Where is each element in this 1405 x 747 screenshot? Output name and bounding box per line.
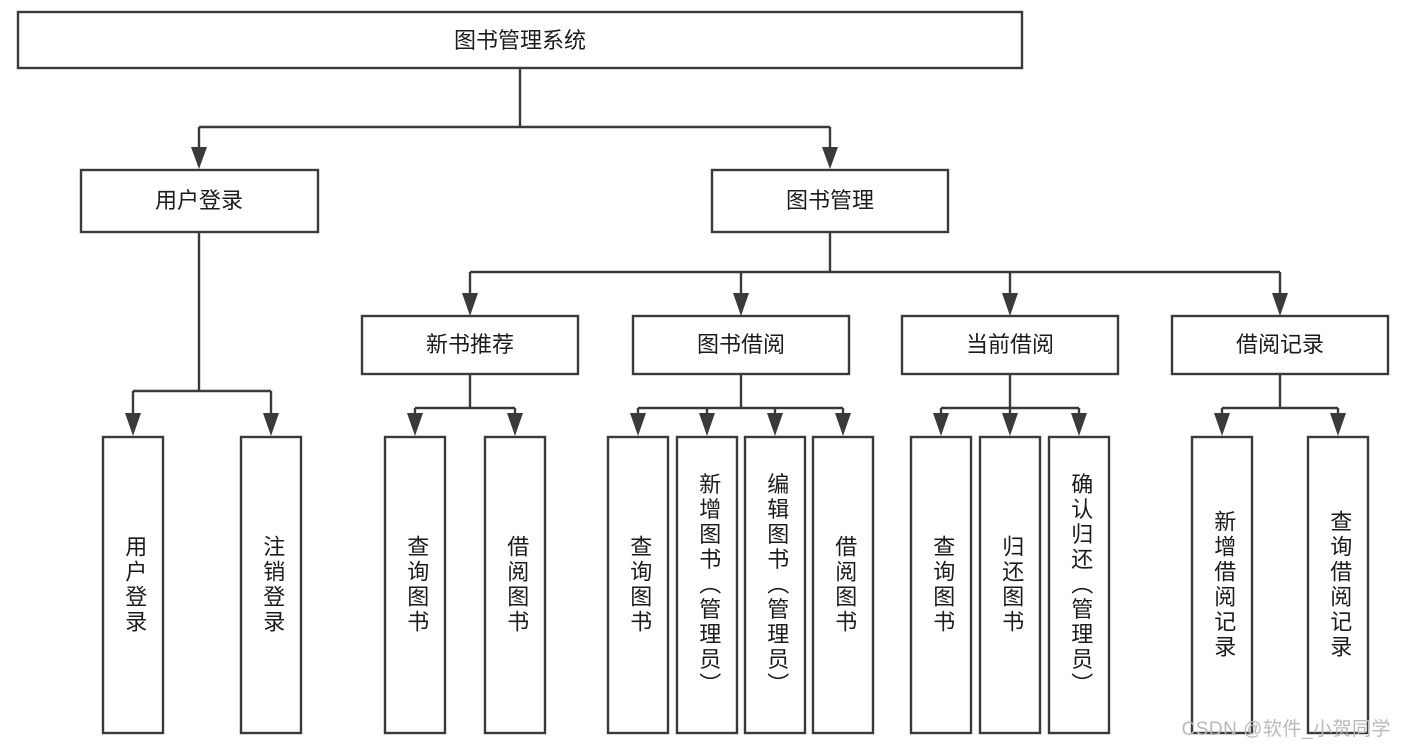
arrow-head-leaf-query-record	[1330, 413, 1346, 436]
node-leaf-logout-login-box[interactable]	[239, 435, 303, 735]
arrow-head-leaf-borrow-book-1	[507, 413, 523, 436]
node-leaf-query-book-2-label: 查询图书	[627, 535, 652, 635]
node-leaf-borrow-book-2-box[interactable]	[811, 435, 875, 735]
node-leaf-query-book-3-label: 查询图书	[930, 535, 955, 635]
node-leaf-confirm-return-label: 确认归还（管理员）	[1068, 473, 1093, 698]
node-leaf-user-login-box[interactable]	[101, 435, 165, 735]
node-leaf-query-book-1[interactable]: 查询图书	[383, 435, 447, 735]
node-leaf-confirm-return[interactable]: 确认归还（管理员）	[1047, 435, 1111, 735]
arrow-head-leaf-add-record	[1214, 413, 1230, 436]
node-borrow-record-box[interactable]	[1170, 314, 1390, 376]
node-leaf-query-record[interactable]: 查询借阅记录	[1306, 435, 1370, 735]
node-leaf-add-record[interactable]: 新增借阅记录	[1190, 435, 1254, 735]
node-leaf-borrow-book-2[interactable]: 借阅图书	[811, 435, 875, 735]
node-leaf-borrow-book-1-label: 借阅图书	[504, 535, 529, 635]
connector-group	[125, 68, 1346, 436]
node-leaf-borrow-book-2-label: 借阅图书	[832, 535, 857, 635]
node-leaf-logout-login[interactable]: 注销登录	[239, 435, 303, 735]
node-current-borrow-label: 当前借阅	[966, 332, 1054, 357]
node-leaf-edit-book[interactable]: 编辑图书（管理员）	[743, 435, 807, 735]
arrow-head-leaf-add-book	[699, 413, 715, 436]
node-leaf-add-record-label: 新增借阅记录	[1211, 510, 1236, 660]
node-leaf-add-book[interactable]: 新增图书（管理员）	[675, 435, 739, 735]
node-user-login[interactable]: 用户登录	[79, 168, 320, 234]
node-book-borrow[interactable]: 图书借阅	[631, 314, 851, 376]
arrow-head-book-borrow	[733, 293, 749, 316]
node-leaf-borrow-book-1-box[interactable]	[483, 435, 547, 735]
node-leaf-borrow-book-1[interactable]: 借阅图书	[483, 435, 547, 735]
node-leaf-add-record-box[interactable]	[1190, 435, 1254, 735]
node-leaf-query-book-2-box[interactable]	[606, 435, 670, 735]
node-new-book-recommend-box[interactable]	[360, 314, 580, 376]
node-leaf-query-record-label: 查询借阅记录	[1327, 510, 1352, 660]
arrow-head-leaf-logout-login	[263, 413, 279, 436]
node-book-manage-label: 图书管理	[786, 188, 874, 213]
node-root-box[interactable]	[16, 10, 1024, 70]
node-leaf-user-login-label: 用户登录	[122, 535, 147, 635]
node-leaf-add-book-box[interactable]	[675, 435, 739, 735]
node-leaf-return-book[interactable]: 归还图书	[978, 435, 1042, 735]
node-user-login-box[interactable]	[79, 168, 320, 234]
arrow-head-leaf-return-book	[1002, 413, 1018, 436]
node-root[interactable]: 图书管理系统	[16, 10, 1024, 70]
node-leaf-logout-login-label: 注销登录	[260, 535, 285, 635]
arrow-head-leaf-query-book-3	[933, 413, 949, 436]
node-leaf-return-book-box[interactable]	[978, 435, 1042, 735]
arrow-head-leaf-user-login	[125, 413, 141, 436]
node-book-borrow-box[interactable]	[631, 314, 851, 376]
node-user-login-label: 用户登录	[155, 188, 243, 213]
node-leaf-query-book-2[interactable]: 查询图书	[606, 435, 670, 735]
arrow-head-leaf-query-book-2	[630, 413, 646, 436]
node-leaf-query-book-1-label: 查询图书	[404, 535, 429, 635]
arrow-head-leaf-edit-book	[767, 413, 783, 436]
node-leaf-add-book-label: 新增图书（管理员）	[696, 473, 721, 698]
node-root-label: 图书管理系统	[454, 28, 586, 53]
node-new-book-recommend-label: 新书推荐	[426, 332, 514, 357]
arrow-head-leaf-borrow-book-2	[835, 413, 851, 436]
arrow-head-leaf-query-book-1	[407, 413, 423, 436]
node-book-manage[interactable]: 图书管理	[710, 168, 950, 234]
node-leaf-return-book-label: 归还图书	[999, 535, 1024, 635]
arrow-head-current-borrow	[1002, 293, 1018, 316]
node-leaf-query-book-3[interactable]: 查询图书	[909, 435, 973, 735]
node-new-book-recommend[interactable]: 新书推荐	[360, 314, 580, 376]
node-leaf-user-login[interactable]: 用户登录	[101, 435, 165, 735]
node-book-manage-box[interactable]	[710, 168, 950, 234]
arrow-head-new-book-recommend	[462, 293, 478, 316]
arrow-head-user-login	[191, 147, 207, 169]
node-borrow-record[interactable]: 借阅记录	[1170, 314, 1390, 376]
node-current-borrow[interactable]: 当前借阅	[900, 314, 1120, 376]
node-leaf-confirm-return-box[interactable]	[1047, 435, 1111, 735]
node-leaf-edit-book-label: 编辑图书（管理员）	[764, 473, 789, 698]
arrow-head-borrow-record	[1272, 293, 1288, 316]
node-borrow-record-label: 借阅记录	[1236, 332, 1324, 357]
node-book-borrow-label: 图书借阅	[697, 332, 785, 357]
node-current-borrow-box[interactable]	[900, 314, 1120, 376]
arrow-head-book-manage	[822, 147, 838, 169]
node-leaf-query-book-3-box[interactable]	[909, 435, 973, 735]
arrow-head-leaf-confirm-return	[1071, 413, 1087, 436]
csdn-watermark: CSDN @软件_小贺同学	[1181, 719, 1391, 740]
node-leaf-query-book-1-box[interactable]	[383, 435, 447, 735]
node-leaf-edit-book-box[interactable]	[743, 435, 807, 735]
node-leaf-query-record-box[interactable]	[1306, 435, 1370, 735]
